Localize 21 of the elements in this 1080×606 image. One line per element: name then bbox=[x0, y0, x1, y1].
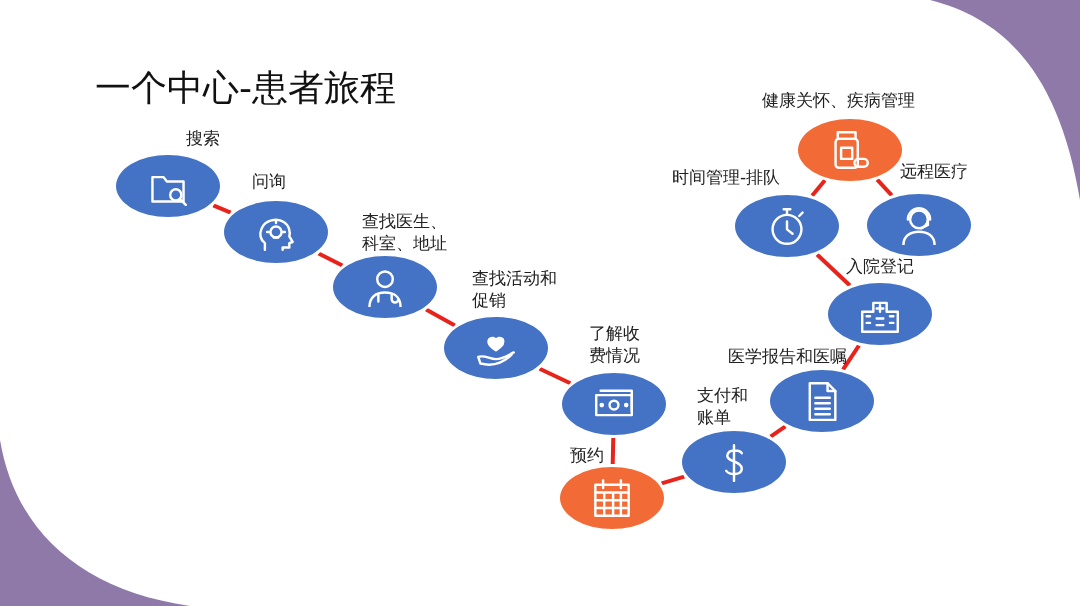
step-label: 查找医生、科室、地址 bbox=[362, 210, 448, 254]
step-label: 远程医疗 bbox=[900, 160, 968, 182]
step-label: 支付和账单 bbox=[697, 384, 749, 428]
step-label: 时间管理-排队 bbox=[672, 166, 781, 188]
connector-line bbox=[769, 424, 787, 439]
title: 一个中心-患者旅程 bbox=[95, 66, 396, 110]
connector-line bbox=[875, 178, 894, 197]
step-label: 了解收费情况 bbox=[589, 322, 641, 366]
connector-line bbox=[425, 307, 456, 328]
step-label: 查找活动和促销 bbox=[472, 267, 558, 311]
step-label: 预约 bbox=[570, 444, 604, 466]
step-label: 搜索 bbox=[186, 127, 220, 149]
connector-line bbox=[317, 251, 344, 268]
connector-line bbox=[610, 437, 616, 465]
step-label: 问询 bbox=[252, 170, 286, 192]
connector-line bbox=[661, 474, 685, 486]
connector-line bbox=[815, 253, 852, 287]
connector-line bbox=[810, 179, 827, 197]
step-label: 健康关怀、疾病管理 bbox=[762, 89, 915, 111]
step-label: 医学报告和医嘱 bbox=[728, 345, 847, 367]
step-label: 入院登记 bbox=[846, 255, 914, 277]
